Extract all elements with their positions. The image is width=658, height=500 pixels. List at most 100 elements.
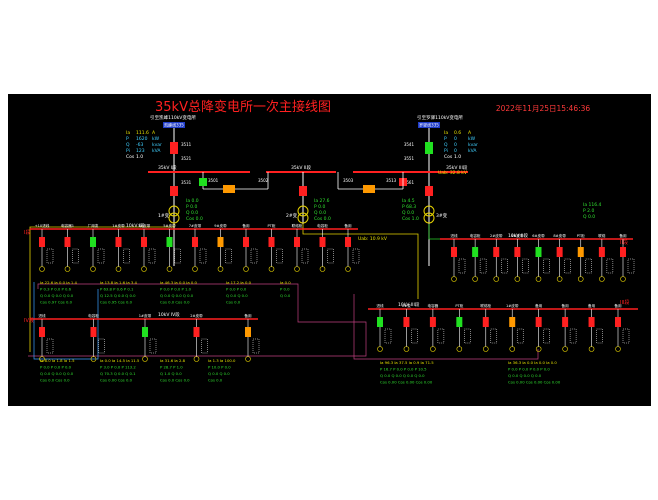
feeder-breaker[interactable] [294,237,300,247]
feeder-breaker[interactable] [141,237,147,247]
feeder-cell[interactable]: 2#变 [402,303,418,352]
feeder-breaker[interactable] [142,327,148,337]
transformer-winding[interactable] [297,212,309,224]
feeder-breaker[interactable] [588,317,595,327]
bus-tie-disconnector[interactable] [223,185,235,193]
bus-label: 10kV III段 [398,301,420,308]
feeder-cell[interactable]: PT柜 [577,233,592,282]
feeder-cell[interactable]: 备用 [344,223,360,272]
feeder-label: 1#皮带 [139,313,152,318]
feeder-ct-box [72,248,79,264]
feeder-cell[interactable]: 1#皮带 [112,223,130,272]
feeder-breaker[interactable] [514,247,521,257]
feeder-load-icon [403,346,410,352]
section-tag: IV段 [24,317,34,324]
feeder-cell[interactable]: 8#皮带 [553,233,571,282]
feeder-breaker[interactable] [268,237,275,247]
meter-row: P 16.7 P 0.0 P 0.0 P 10.5 [380,367,427,372]
breaker-tf3[interactable] [425,186,433,196]
feeder-breaker[interactable] [90,237,96,247]
feeder-cell[interactable]: 备用 [562,303,577,352]
transformer-winding[interactable] [168,205,180,217]
feeder-cell[interactable]: 电容器 [427,303,445,352]
feeder-cell[interactable]: 1#皮带 [139,313,157,362]
feeder-breaker[interactable] [245,327,251,337]
feeder-breaker[interactable] [472,247,479,257]
feeder-cell[interactable]: 联络柜 [292,223,309,272]
feeder-cell[interactable]: 进线 [450,233,466,282]
feeder-load-icon [142,356,148,362]
switch-id: 3511 [181,142,192,147]
feeder-breaker[interactable] [217,237,224,247]
feeder-breaker[interactable] [377,317,383,327]
feeder-cell[interactable]: 9#皮带 [214,223,232,272]
breaker-incoming-left[interactable] [170,142,178,154]
feeder-breaker[interactable] [615,317,621,327]
feeder-breaker[interactable] [39,327,45,337]
feeder-breaker[interactable] [451,247,457,257]
feeder-cell[interactable]: 进线 [38,313,54,362]
breaker-tf2[interactable] [299,186,307,196]
feeder-breaker[interactable] [319,237,326,247]
right-top-reading: Ia 116.4 [583,202,602,208]
feeder-label: 联络柜 [292,223,303,228]
feeder-breaker[interactable] [482,317,489,327]
feeder-cell[interactable]: PT柜 [268,223,283,272]
feeder-cell[interactable]: 6#皮带 [532,233,550,282]
feeder-cell[interactable]: 备用 [619,233,635,282]
feeder-cell[interactable]: 电容柜 [470,233,487,282]
feeder-cell[interactable]: 进线 [376,303,392,352]
feeder-cell[interactable]: 备用 [242,223,258,272]
bus-tie-disconnector[interactable] [363,185,375,193]
feeder-breaker[interactable] [535,317,542,327]
feeder-cell[interactable]: 1#皮带 [506,303,524,352]
incoming-badge[interactable] [418,122,440,128]
breaker-tf1[interactable] [170,186,178,196]
feeder-cell[interactable]: 4#皮带 [511,233,529,282]
feeder-cell[interactable]: +10进线 [35,223,54,272]
feeder-breaker[interactable] [509,317,516,327]
feeder-breaker[interactable] [90,327,97,337]
feeder-cell[interactable]: 备用 [614,303,630,352]
feeder-cell[interactable]: 3#皮带 [138,223,156,272]
feeder-cell[interactable]: 备用 [588,303,603,352]
feeder-cell[interactable]: 2#皮带 [190,313,208,362]
transformer-winding[interactable] [423,205,435,217]
bus-tie-breaker[interactable] [199,178,207,186]
feeder-breaker[interactable] [243,237,249,247]
feeder-breaker[interactable] [193,327,200,337]
feeder-cell[interactable]: 备用 [244,313,260,362]
feeder-breaker[interactable] [64,237,71,247]
transformer-winding[interactable] [423,212,435,224]
feeder-cell[interactable]: PT柜 [455,303,471,352]
feeder-breaker[interactable] [192,237,198,247]
feeder-cell[interactable]: 电容柜 [317,223,334,272]
incoming-badge[interactable] [163,122,185,128]
transformer-winding[interactable] [297,205,309,217]
feeder-breaker[interactable] [598,247,605,257]
breaker-incoming-right[interactable] [425,142,433,154]
feeder-breaker[interactable] [429,317,436,327]
feeder-cell[interactable]: 7#皮带 [189,223,207,272]
feeder-cell[interactable]: 2#皮带 [490,233,508,282]
feeder-breaker[interactable] [556,247,563,257]
feeder-cell[interactable]: 厂用变 [88,223,105,272]
feeder-cell[interactable]: 备用 [535,303,550,352]
feeder-cell[interactable]: 联络 [598,233,614,282]
feeder-breaker[interactable] [39,237,45,247]
feeder-breaker[interactable] [166,237,173,247]
feeder-breaker[interactable] [562,317,569,327]
feeder-breaker[interactable] [577,247,584,257]
feeder-breaker[interactable] [620,247,626,257]
transformer-winding[interactable] [168,212,180,224]
feeder-cell[interactable]: 电容柜 [88,313,105,362]
feeder-breaker[interactable] [115,237,122,247]
feeder-breaker[interactable] [456,317,463,327]
feeder-breaker[interactable] [403,317,410,327]
feeder-breaker[interactable] [345,237,351,247]
feeder-cell[interactable]: 5#皮带 [163,223,181,272]
feeder-breaker[interactable] [535,247,542,257]
feeder-cell[interactable]: 联络柜 [480,303,498,352]
feeder-cell[interactable]: 电容器1 [61,223,79,272]
feeder-breaker[interactable] [493,247,500,257]
